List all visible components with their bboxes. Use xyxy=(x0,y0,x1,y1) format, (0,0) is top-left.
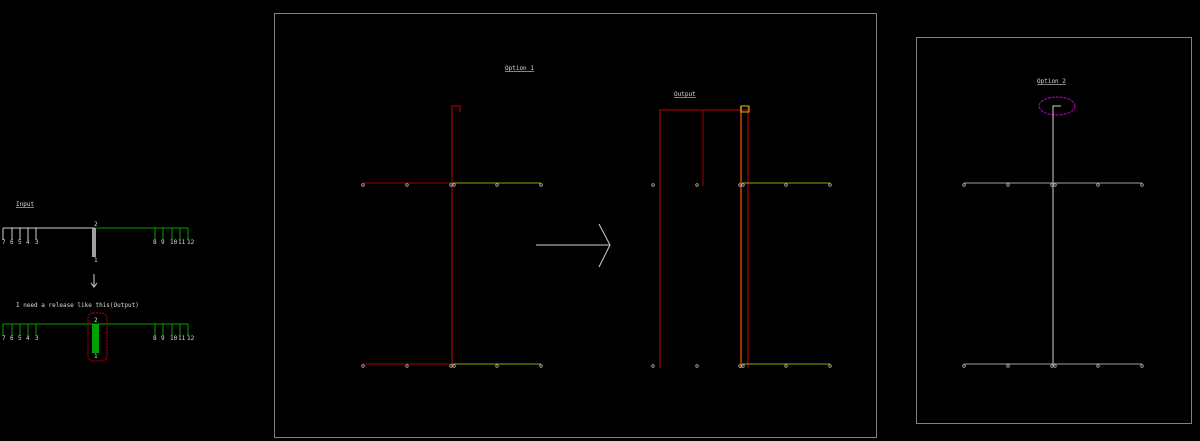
node-label: 1 xyxy=(94,257,98,264)
output-drawing: Output xyxy=(651,91,832,368)
node-label: 9 xyxy=(161,239,165,246)
node-label: 1 xyxy=(94,353,98,360)
input-panel: Input 7 6 5 4 3 8 9 10 11 12 2 1 I need … xyxy=(2,201,195,362)
node-label: 2 xyxy=(94,317,98,324)
option2-drawing: Option 2 xyxy=(962,78,1144,368)
node-label: 8 xyxy=(153,239,157,246)
node-label: 7 xyxy=(2,239,6,246)
option2-title: Option 2 xyxy=(1037,78,1066,85)
node-label: 2 xyxy=(94,221,98,228)
option1-title: Option 1 xyxy=(505,65,534,72)
option2-frame xyxy=(916,37,1192,424)
node-label: 6 xyxy=(10,335,14,342)
node-label: 9 xyxy=(161,335,165,342)
node-label: 10 xyxy=(170,239,178,246)
node-label: 12 xyxy=(187,239,195,246)
option1-drawing: Option 1 xyxy=(361,65,543,368)
node-label: 8 xyxy=(153,335,157,342)
node-label: 12 xyxy=(187,335,195,342)
node-label: 5 xyxy=(18,335,22,342)
node-label: 11 xyxy=(178,335,186,342)
node-label: 4 xyxy=(26,335,30,342)
node-label: 5 xyxy=(18,239,22,246)
node-label: 11 xyxy=(178,239,186,246)
node-label: 4 xyxy=(26,239,30,246)
arrow-down-icon xyxy=(90,274,98,288)
node-label: 10 xyxy=(170,335,178,342)
output-title: Output xyxy=(674,91,696,98)
input-title: Input xyxy=(16,201,34,208)
node-label: 7 xyxy=(2,335,6,342)
node-label: 3 xyxy=(35,335,39,342)
node-label: 3 xyxy=(35,239,39,246)
node-label: 6 xyxy=(10,239,14,246)
option1-frame xyxy=(274,13,877,438)
arrow-right-icon xyxy=(536,223,611,268)
revision-cloud xyxy=(1038,96,1076,116)
output-caption: I need a release like this(Output) xyxy=(16,302,139,309)
